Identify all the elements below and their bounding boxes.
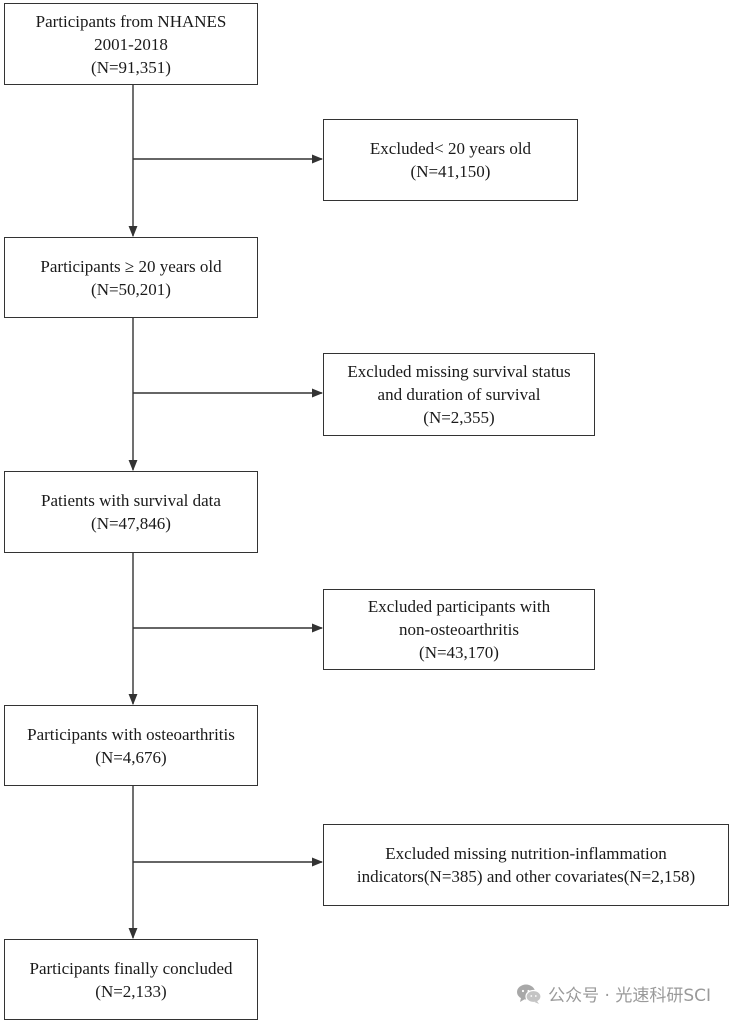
box-line: (N=2,133) [95, 981, 167, 1001]
box-line: (N=41,150) [410, 162, 491, 181]
box-line: Excluded missing survival status [347, 362, 571, 381]
box-survival-data: Patients with survival data (N=47,846) [4, 471, 258, 553]
watermark: 公众号 · 光速科研SCI [516, 981, 711, 1006]
box-line: (N=50,201) [91, 279, 171, 299]
box-line: Excluded missing nutrition-inflammation [385, 844, 667, 863]
box-line: (N=47,846) [91, 514, 171, 533]
box-excluded-missing-survival: Excluded missing survival status and dur… [323, 353, 595, 436]
box-line: (N=91,351) [91, 57, 171, 77]
box-line: 2001-2018 [94, 34, 168, 54]
box-line: Excluded< 20 years old [369, 139, 532, 158]
box-line: (N=4,676) [95, 747, 167, 767]
box-osteoarthritis: Participants with osteoarthritis (N=4,67… [4, 705, 258, 786]
box-line: Participants with osteoarthritis [27, 724, 235, 744]
box-line: and duration of survival [377, 385, 541, 404]
box-nhanes-participants: Participants from NHANES 2001-2018 (N=91… [4, 3, 258, 85]
watermark-text: 公众号 · 光速科研SCI [548, 986, 711, 1006]
box-line: indicators(N=385) and other covariates(N… [356, 867, 696, 886]
box-line: non-osteoarthritis [399, 620, 519, 639]
box-line: Participants ≥ 20 years old [40, 256, 222, 276]
box-line: (N=43,170) [419, 643, 499, 662]
box-participants-20-plus: Participants ≥ 20 years old (N=50,201) [4, 237, 258, 318]
box-final-participants: Participants finally concluded (N=2,133) [4, 939, 258, 1020]
box-line: Participants from NHANES [35, 11, 227, 31]
box-excluded-missing-indicators: Excluded missing nutrition-inflammation … [323, 824, 729, 906]
box-line: Patients with survival data [41, 491, 221, 510]
wechat-icon [517, 984, 542, 1004]
box-excluded-under-20: Excluded< 20 years old (N=41,150) [323, 119, 578, 201]
box-line: (N=2,355) [423, 408, 495, 427]
box-line: Participants finally concluded [29, 958, 233, 978]
box-line: Excluded participants with [367, 597, 551, 616]
box-excluded-non-osteoarthritis: Excluded participants with non-osteoarth… [323, 589, 595, 670]
